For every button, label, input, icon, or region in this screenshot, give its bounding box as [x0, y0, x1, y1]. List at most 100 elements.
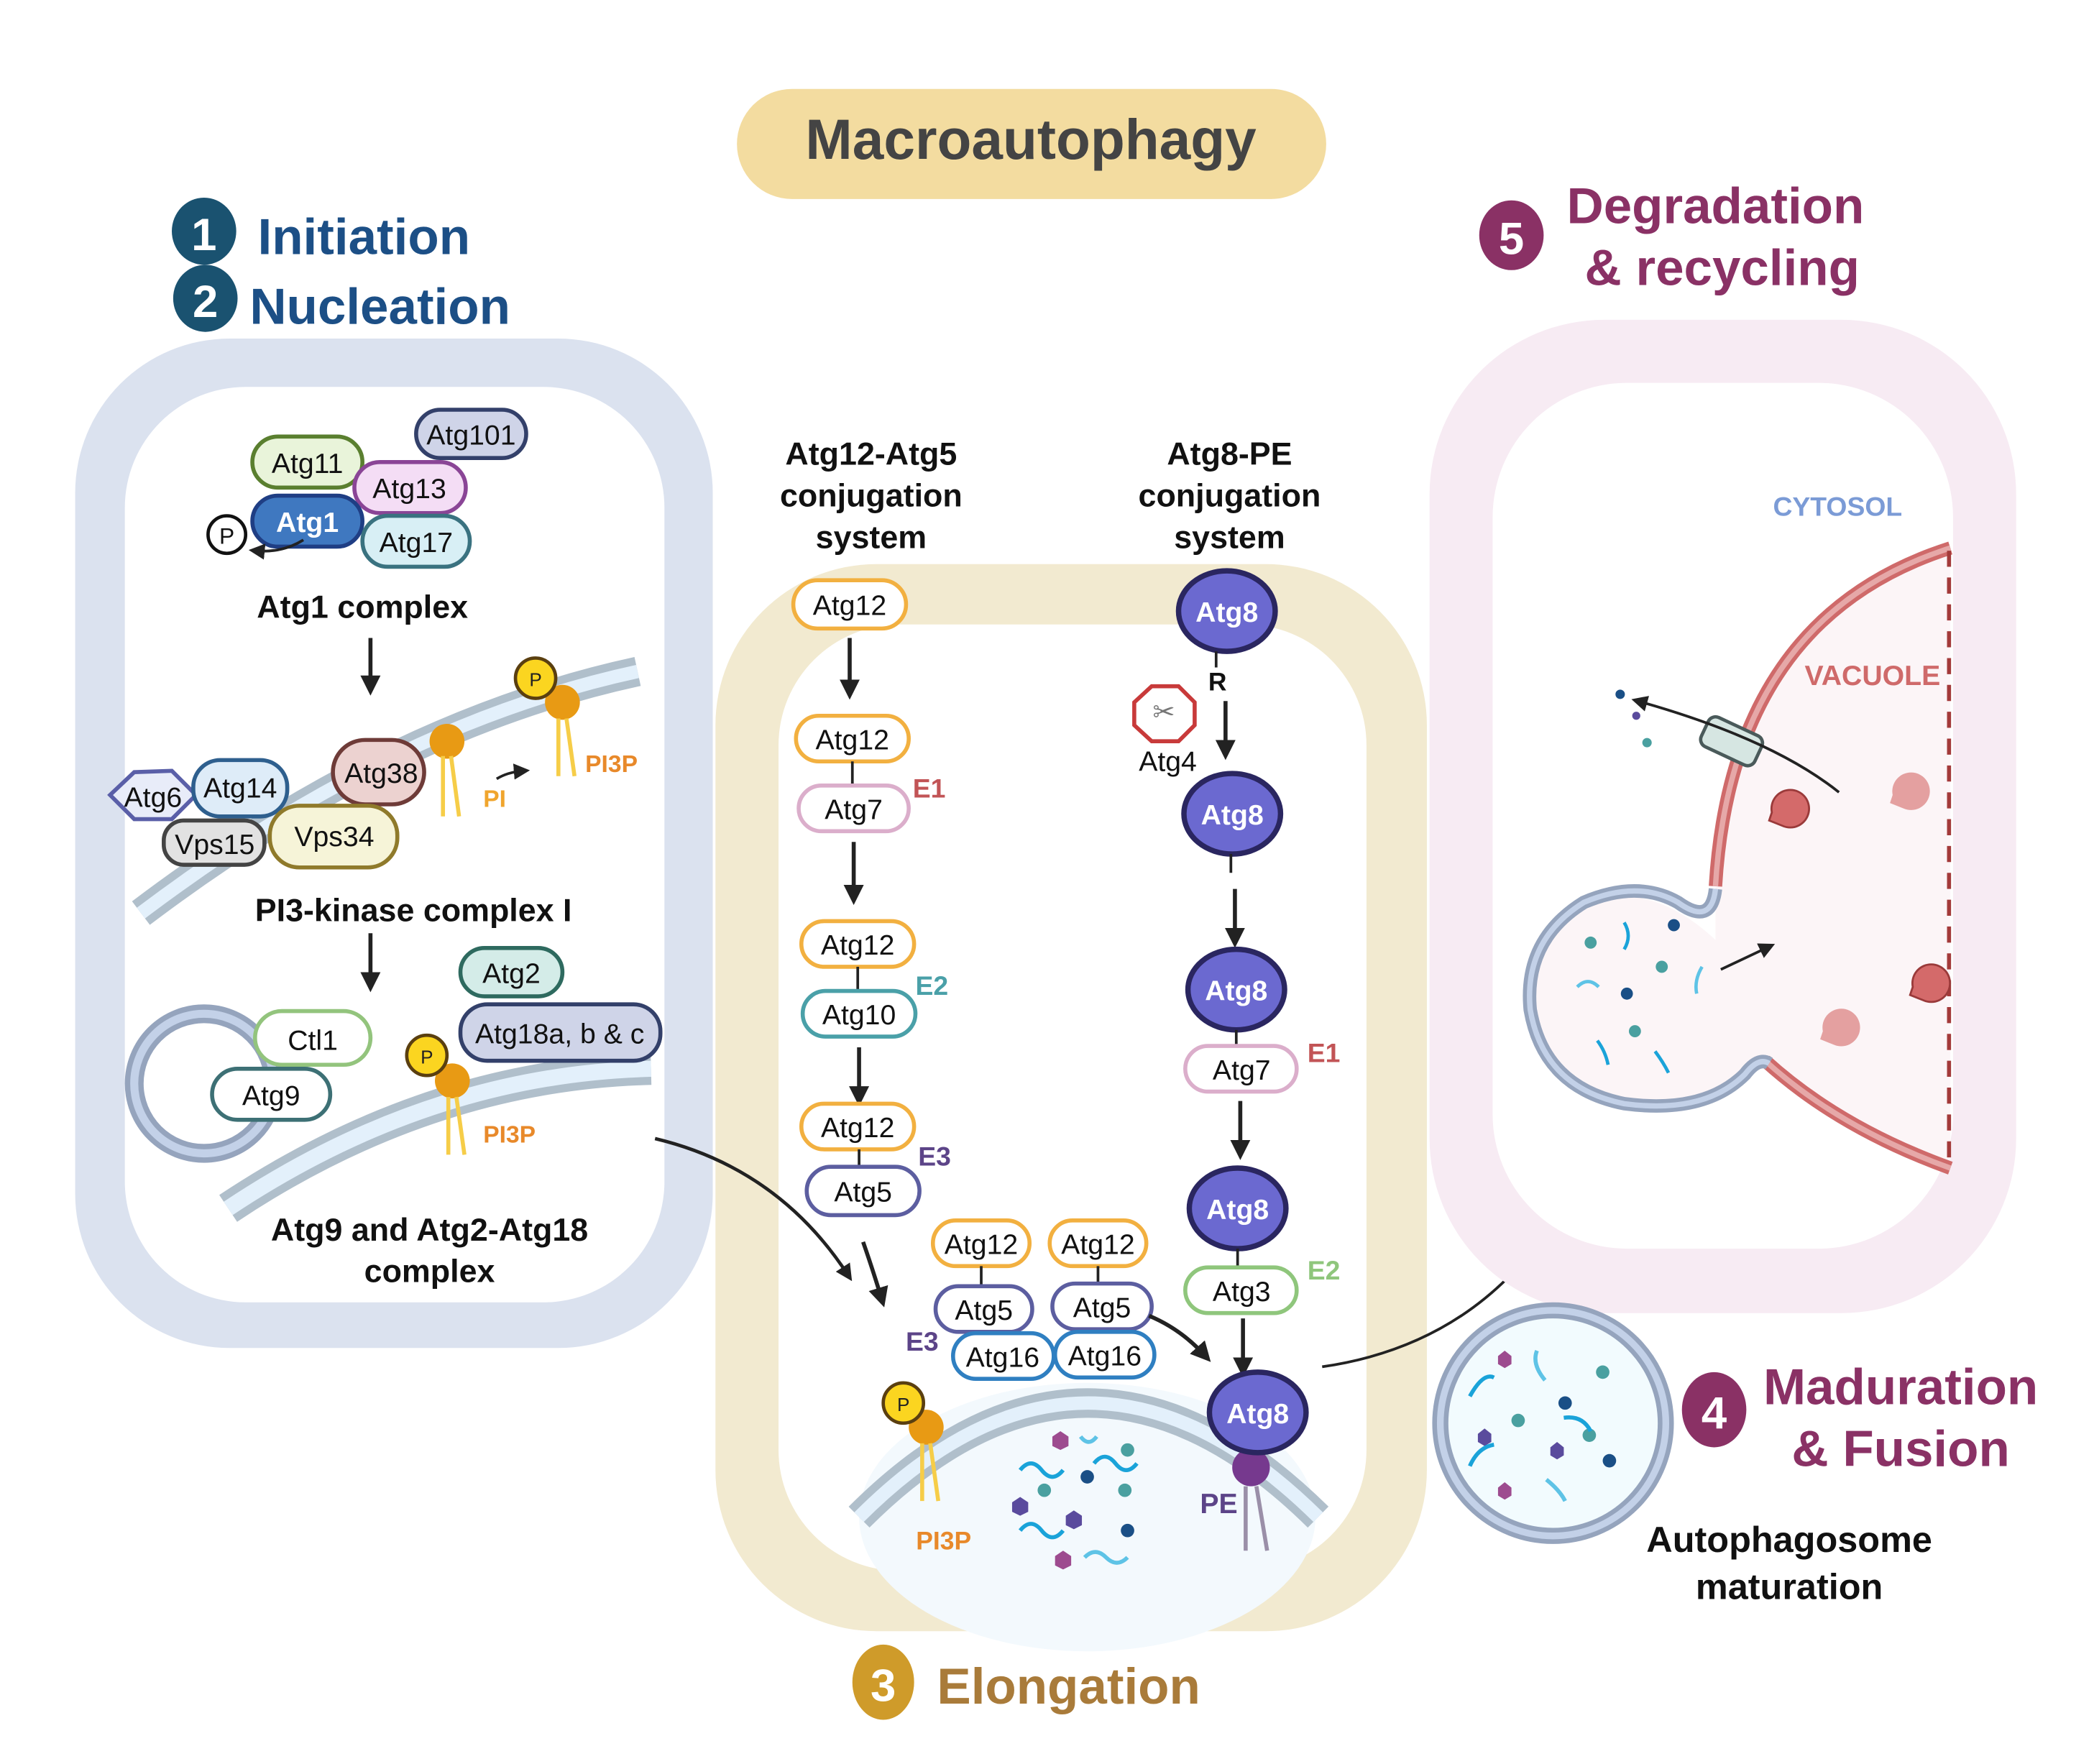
svg-text:Atg2: Atg2	[482, 958, 541, 989]
atg9-complex: Ctl1 Atg9 Atg2 Atg18a, b & c P PI3P Atg9…	[124, 945, 663, 1290]
svg-text:Atg16: Atg16	[966, 1342, 1039, 1373]
hydrolase-icon	[1909, 963, 1952, 1003]
svg-text:P: P	[219, 523, 234, 549]
pi3p-label: PI3P	[483, 1122, 536, 1149]
hydrolase-icon	[1820, 1009, 1860, 1047]
pi-lipid-head	[429, 723, 465, 759]
page-title: Macroautophagy	[805, 108, 1257, 171]
protein-atg38	[331, 738, 426, 807]
pi3p-lipid-head	[545, 684, 580, 720]
protein-atg1	[250, 493, 364, 549]
svg-text:Atg38: Atg38	[344, 758, 418, 789]
protein-ctl1	[252, 1009, 373, 1067]
protein-atg18	[458, 1002, 663, 1063]
protein-vps15	[162, 818, 267, 867]
pi3p-label: PI3P	[916, 1526, 971, 1555]
atg9-caption-line1: Atg9 and Atg2-Atg18	[271, 1212, 588, 1248]
svg-text:P: P	[529, 669, 541, 691]
stage-label: Nucleation	[249, 279, 510, 336]
svg-text:Atg12: Atg12	[945, 1230, 1018, 1261]
protein-atg17	[360, 513, 472, 569]
svg-text:Atg5: Atg5	[1073, 1292, 1131, 1323]
svg-text:Maduration: Maduration	[1763, 1359, 2038, 1416]
stage-number-badge	[1681, 1372, 1747, 1448]
pi3k-caption: PI3-kinase complex I	[255, 892, 572, 928]
atg8-system-title: Atg8-PE conjugation system	[1139, 436, 1321, 556]
svg-text:✂: ✂	[1152, 697, 1175, 727]
arrow-icon	[861, 1241, 888, 1308]
svg-text:Atg3: Atg3	[1213, 1277, 1271, 1308]
arrow-icon	[1631, 696, 1840, 794]
svg-text:Atg5: Atg5	[955, 1295, 1013, 1326]
stage-number-badge	[852, 1644, 914, 1720]
autophagosome-caption-line1: Autophagosome	[1646, 1519, 1932, 1560]
transporter-icon	[1699, 715, 1765, 768]
svg-text:Atg11: Atg11	[272, 449, 344, 479]
title-badge: Macroautophagy	[737, 88, 1326, 199]
arrow-icon	[1148, 1313, 1211, 1362]
svg-text:4: 4	[1702, 1388, 1727, 1438]
svg-text:Atg6: Atg6	[124, 783, 183, 814]
svg-text:Atg12: Atg12	[1061, 1230, 1134, 1261]
svg-text:Atg12: Atg12	[816, 725, 889, 755]
pi3p-lipid-head	[435, 1063, 470, 1098]
svg-text:P: P	[897, 1394, 909, 1415]
stage-maturation: 4 Maduration & Fusion	[1681, 1359, 2038, 1478]
phagophore-membrane: P PI3P PE Atg8	[848, 1369, 1329, 1652]
svg-text:5: 5	[1499, 213, 1524, 264]
arrow-icon	[248, 538, 305, 560]
stage-elongation: 3 Elongation	[852, 1644, 1200, 1720]
protein-atg101	[414, 408, 528, 461]
atg9-caption-line2: complex	[364, 1254, 495, 1290]
svg-text:Atg10: Atg10	[822, 1000, 896, 1031]
svg-text:Atg8: Atg8	[1195, 597, 1258, 628]
stage-number-badge	[172, 197, 237, 265]
svg-text:& Fusion: & Fusion	[1791, 1421, 2009, 1478]
pi3p-label: PI3P	[585, 751, 638, 778]
protein-atg11	[250, 434, 364, 490]
atg1-complex-caption: Atg1 complex	[257, 589, 468, 625]
svg-text:Atg16: Atg16	[1068, 1341, 1142, 1372]
svg-text:Atg9: Atg9	[242, 1080, 300, 1111]
svg-text:3: 3	[871, 1660, 896, 1711]
svg-text:Atg12: Atg12	[821, 1113, 894, 1144]
protein-atg14	[191, 758, 290, 819]
svg-text:P: P	[421, 1046, 433, 1067]
svg-text:Ctl1: Ctl1	[288, 1026, 338, 1057]
stage-degradation: 5 Degradation & recycling	[1479, 178, 1864, 296]
e3-label: E3	[918, 1141, 951, 1171]
phosphate-icon	[405, 1033, 449, 1078]
svg-text:Vps34: Vps34	[294, 822, 374, 853]
stage-initiation: 1 Initiation	[172, 197, 470, 265]
stage-nucleation: 2 Nucleation	[173, 265, 510, 336]
pi3k-complex: Atg6 Atg14 Atg38 Vps15 Vps34 PI P PI3P P…	[107, 656, 641, 928]
svg-text:system: system	[1174, 519, 1285, 555]
vacuole-label: VACUOLE	[1805, 661, 1941, 692]
svg-text:Atg8: Atg8	[1226, 1399, 1289, 1430]
protein-atg13	[352, 460, 468, 515]
cytosol-label: CYTOSOL	[1773, 492, 1902, 522]
atg12-system-title: Atg12-Atg5 conjugation system	[780, 436, 963, 556]
svg-text:Atg8: Atg8	[1206, 1195, 1269, 1226]
svg-text:Atg5: Atg5	[834, 1177, 892, 1208]
protein-atg2	[458, 945, 565, 998]
phosphate-icon	[513, 656, 558, 700]
e2-label: E2	[916, 970, 949, 1001]
scissors-protease-icon	[1132, 684, 1197, 744]
svg-text:conjugation: conjugation	[780, 477, 963, 513]
svg-text:Atg7: Atg7	[825, 795, 883, 826]
svg-text:conjugation: conjugation	[1139, 477, 1321, 513]
protein-vps34	[267, 804, 400, 870]
phosphate-icon	[206, 514, 248, 556]
arrow-icon	[1720, 943, 1776, 971]
atg1-complex: Atg11 Atg101 Atg13 Atg1 Atg17 P Atg1 com…	[206, 408, 528, 625]
pi-label: PI	[483, 786, 506, 813]
e3-label: E3	[906, 1326, 939, 1356]
e1-label: E1	[1308, 1038, 1341, 1068]
svg-text:Atg8-PE: Atg8-PE	[1167, 436, 1292, 472]
atg12-column: Atg12 Atg12 Atg7 E1 Atg12 Atg10 E2 Atg12…	[791, 578, 951, 1218]
atg8-column: Atg8 R ✂ Atg4 Atg8 Atg8 Atg7 E1 Atg8 Atg…	[1132, 568, 1341, 1378]
hydrolase-icon	[1768, 789, 1810, 829]
stage-number-badge	[173, 265, 238, 332]
